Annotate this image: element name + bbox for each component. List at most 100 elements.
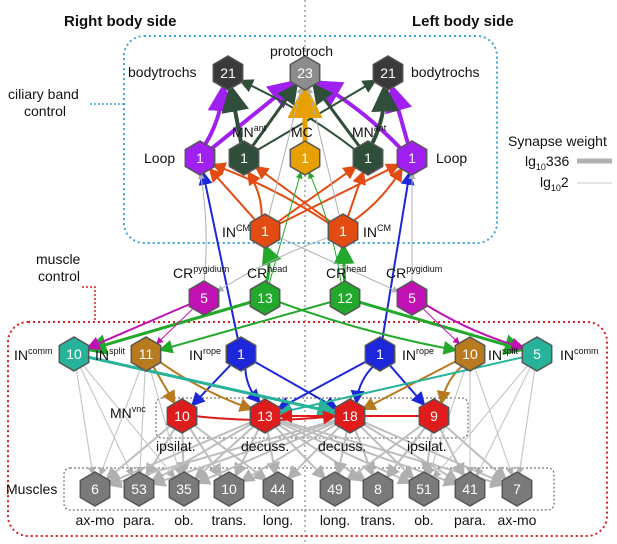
mc-label: MC [291, 124, 313, 140]
edge-incomm_l-muscle-8 [476, 364, 533, 477]
inrope-right-base: IN [189, 347, 203, 363]
muscle-label-9: para. [454, 512, 486, 528]
node-crhead-l-hexagon [329, 280, 361, 316]
legend-low-label: lg102 [540, 174, 569, 193]
node-inrope-l-hexagon [364, 336, 396, 372]
incomm-right-sup: comm [28, 346, 53, 356]
node-crhead-r-count: 13 [257, 290, 273, 306]
insplit-right-label: INsplit [95, 346, 126, 363]
incm-right-base: IN [222, 224, 236, 240]
node-incm-l-count: 1 [339, 223, 347, 239]
edge-incomm_l-muscle-9 [516, 365, 536, 476]
edge-insplit_r-mnvnc_dec_r [156, 358, 254, 412]
node-crpyg-l-hexagon [396, 280, 428, 316]
muscle-node-8-hexagon [408, 471, 440, 507]
muscle-label-2: para. [123, 512, 155, 528]
edge-loop_l-prototroch [313, 80, 405, 152]
mnant-left-sup: ant [374, 123, 387, 133]
ipsilat-left-label: ipsilat. [407, 438, 447, 454]
edge-inrope_l-loop_l [380, 170, 415, 343]
muscle-node-3-hexagon [168, 471, 200, 507]
node-incomm-r: 10 [58, 336, 90, 372]
muscle-node-7: 8 [362, 471, 394, 507]
edge-mnvnc_dec_l-muscle-3 [240, 421, 341, 483]
muscle-node-8-count: 51 [416, 481, 432, 497]
legend-high-base: lg [525, 153, 536, 169]
node-mnant-l-count: 1 [364, 150, 372, 166]
node-mnvnc-dec-r: 13 [249, 398, 281, 434]
bodytrochs-right-label: bodytrochs [128, 64, 196, 80]
prototroch-label: prototroch [270, 43, 333, 59]
node-incm-r-hexagon [249, 213, 281, 249]
node-crhead-r-hexagon [249, 280, 281, 316]
mnant-right-label: MNant [232, 123, 267, 140]
crhead-left-base: CR [326, 265, 346, 281]
crhead-right-label: CRhead [247, 264, 287, 281]
mnvnc-label: MNvnc [110, 404, 146, 421]
node-loop-l: 1 [396, 140, 428, 176]
edge-incm_r-mnant_l [274, 165, 358, 225]
node-inrope-l: 1 [364, 336, 396, 372]
node-mnant-r-hexagon [228, 140, 260, 176]
node-incm-r: 1 [249, 213, 281, 249]
muscle-node-10: 7 [501, 471, 533, 507]
node-mnvnc-dec-l-count: 18 [342, 408, 358, 424]
mnant-right-base: MN [232, 124, 254, 140]
muscle-node-5-count: 44 [270, 481, 286, 497]
edge-incomm_r-muscle-1 [78, 364, 134, 477]
muscle-label-3: ob. [174, 512, 193, 528]
muscle-node-5-hexagon [262, 471, 294, 507]
edge-mnvnc_dec_l-muscle-2 [195, 419, 340, 485]
decuss-left-label: decuss. [318, 438, 366, 454]
incomm-left-base: IN [560, 347, 574, 363]
incm-right-label: INCM [222, 223, 250, 240]
node-mnvnc-ipsi-r: 10 [166, 398, 198, 434]
muscle-node-6-hexagon [319, 471, 351, 507]
node-loop-l-hexagon [396, 140, 428, 176]
node-mc-count: 1 [301, 150, 309, 166]
edge-crhead_r-insplit_l [276, 300, 458, 355]
muscle-node-1: 6 [79, 471, 111, 507]
edge-insplit_r-muscle-1 [135, 365, 146, 476]
node-incomm-l-count: 5 [533, 346, 541, 362]
node-crhead-l-count: 12 [337, 290, 353, 306]
muscle-node-10-hexagon [501, 471, 533, 507]
ipsilat-right-label: ipsilat. [156, 438, 196, 454]
muscle-label-1: ax-mo [76, 512, 115, 528]
legend-high-label: lg10336 [525, 153, 569, 172]
edge-incm_r-loop_l [275, 163, 401, 227]
node-bodytroch-l-hexagon [372, 55, 404, 91]
legend-low-base: lg [540, 174, 551, 190]
edge-mnvnc_dec_l-muscle-9 [360, 419, 506, 485]
muscle-label-7: trans. [360, 512, 395, 528]
edge-incm_l-mnant_l [345, 170, 366, 220]
node-mnant-l: 1 [352, 140, 384, 176]
node-mc: 1 [289, 140, 321, 176]
legend-high-val: 336 [546, 153, 570, 169]
node-inrope-r-count: 1 [237, 346, 245, 362]
node-insplit-r: 11 [130, 336, 162, 372]
muscle-node-3: 35 [168, 471, 200, 507]
node-inrope-l-count: 1 [376, 346, 384, 362]
edge-incomm_l-muscle-7 [432, 362, 530, 479]
insplit-right-sup: split [109, 346, 126, 356]
edge-mnvnc_dec_l-muscle-6 [353, 426, 375, 477]
muscle-node-6-count: 49 [327, 481, 343, 497]
edge-mnvnc_dec_l-muscle-8 [359, 421, 459, 483]
incomm-right-base: IN [14, 347, 28, 363]
crhead-right-sup: head [267, 264, 287, 274]
node-crpyg-l: 5 [396, 280, 428, 316]
mnant-left-base: MN [352, 124, 374, 140]
edge-incomm_l-mnvnc_dec_r [277, 355, 526, 417]
edge-incm_l-prototroch [306, 86, 341, 220]
inrope-left-label: INrope [402, 346, 434, 363]
muscle-node-1-hexagon [79, 471, 111, 507]
edge-insplit_r-muscle-2 [148, 365, 183, 476]
edge-crpyg_r-incomm_r [85, 301, 194, 350]
inrope-right-sup: rope [203, 346, 221, 356]
edge-incm_r-prototroch [267, 86, 304, 220]
muscle-node-4-count: 10 [221, 481, 237, 497]
node-inrope-r: 1 [225, 336, 257, 372]
